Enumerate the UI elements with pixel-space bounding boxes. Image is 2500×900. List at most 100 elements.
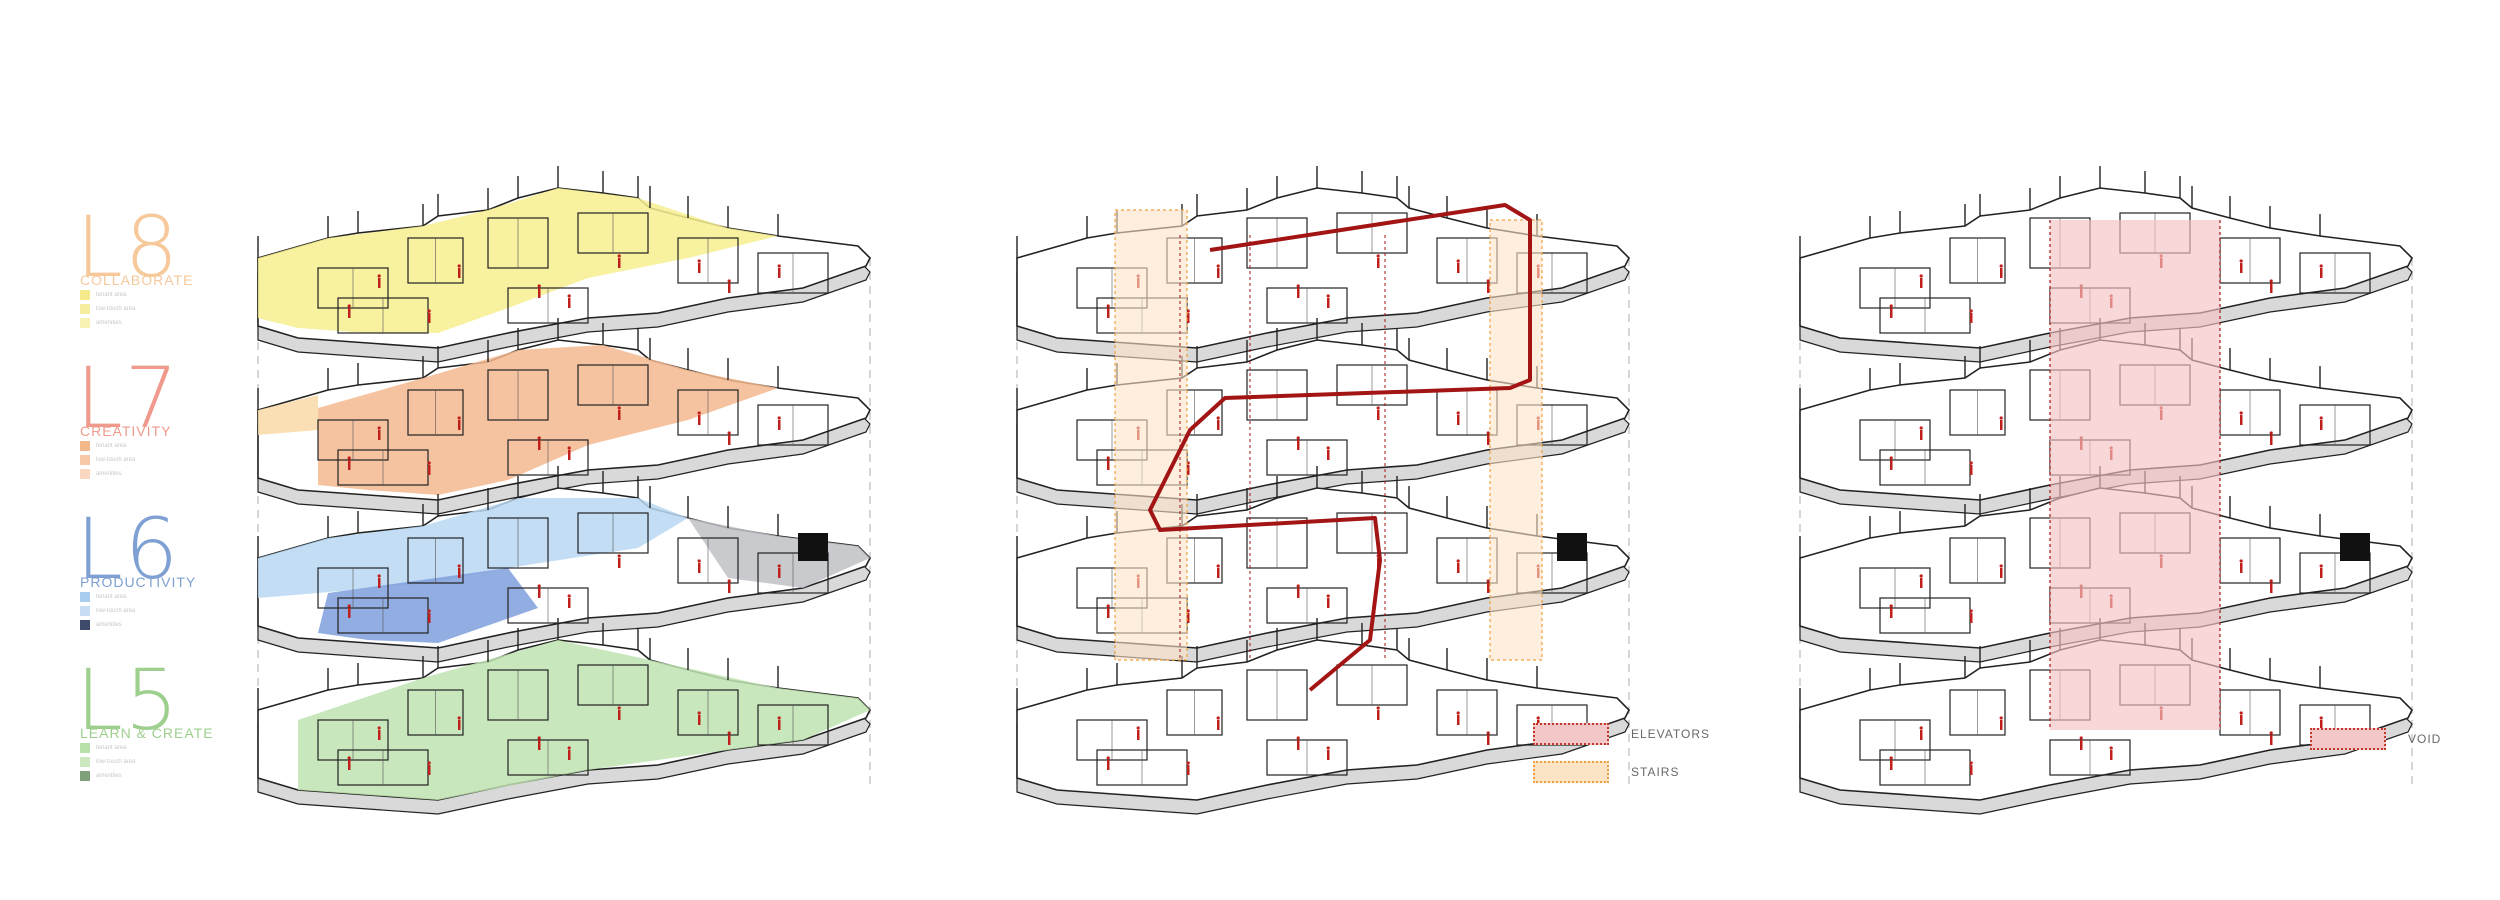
person-head (2239, 411, 2243, 415)
program-zone (258, 395, 318, 435)
level-code-l6: L6 (76, 500, 181, 598)
person-head (1999, 564, 2003, 568)
person-head (347, 604, 351, 608)
person-figure (698, 415, 701, 425)
person-figure (2320, 268, 2323, 278)
person-figure (2240, 715, 2243, 725)
legend-stairs-label: STAIRS (1631, 765, 1680, 779)
person-head (1376, 406, 1380, 410)
person-figure (1970, 313, 1973, 323)
person-head (2079, 736, 2083, 740)
swatch-box (80, 290, 90, 300)
person-figure (378, 730, 381, 740)
circulation-path (1148, 203, 1532, 692)
person-head (347, 756, 351, 760)
person-figure (1107, 608, 1110, 618)
person-head (777, 416, 781, 420)
swatch-box (80, 592, 90, 602)
person-head (377, 426, 381, 430)
person-figure (2080, 740, 2083, 750)
person-figure (2240, 415, 2243, 425)
person-head (1889, 304, 1893, 308)
swatch-label: tenant area (96, 292, 127, 298)
swatch-l5-1: tenant area (80, 743, 126, 753)
person-figure (698, 563, 701, 573)
person-figure (1187, 765, 1190, 775)
person-figure (1217, 720, 1220, 730)
person-head (1186, 761, 1190, 765)
person-figure (2000, 420, 2003, 430)
floor-plate-l7 (257, 318, 871, 515)
person-head (2319, 416, 2323, 420)
person-figure (2000, 720, 2003, 730)
swatch-box (80, 304, 90, 314)
elevator-core (2340, 533, 2370, 561)
level-code-l5: L5 (76, 651, 181, 749)
swatch-l6-3: amenities (80, 620, 122, 630)
person-head (1186, 309, 1190, 313)
person-figure (2320, 568, 2323, 578)
swatch-box (80, 771, 90, 781)
swatch-label: tenant area (96, 594, 127, 600)
person-figure (568, 598, 571, 608)
person-head (427, 761, 431, 765)
person-head (1889, 604, 1893, 608)
person-head (427, 609, 431, 613)
axonometric-stack-2 (1016, 258, 1630, 790)
person-figure (458, 420, 461, 430)
person-figure (618, 710, 621, 720)
person-head (697, 411, 701, 415)
legend-elevators-label: ELEVATORS (1631, 727, 1711, 741)
person-figure (1137, 730, 1140, 740)
person-head (727, 731, 731, 735)
person-figure (778, 268, 781, 278)
person-figure (538, 288, 541, 298)
person-head (1296, 736, 1300, 740)
swatch-box (80, 757, 90, 767)
person-head (1486, 279, 1490, 283)
person-head (2109, 746, 2113, 750)
person-figure (778, 420, 781, 430)
person-head (377, 726, 381, 730)
person-head (1216, 264, 1220, 268)
person-figure (1107, 308, 1110, 318)
level-name-l6: PRODUCTIVITY (80, 574, 197, 590)
person-figure (428, 765, 431, 775)
person-figure (348, 308, 351, 318)
person-head (2239, 559, 2243, 563)
person-figure (1377, 710, 1380, 720)
person-head (697, 711, 701, 715)
swatch-label: amenities (96, 622, 122, 628)
person-head (537, 736, 541, 740)
person-head (457, 416, 461, 420)
person-head (1969, 461, 1973, 465)
swatch-label: low-touch area (96, 457, 136, 463)
person-figure (2240, 563, 2243, 573)
swatch-label: amenities (96, 320, 122, 326)
person-figure (1487, 283, 1490, 293)
floor-plate-l5 (1016, 618, 1630, 815)
person-head (1889, 456, 1893, 460)
person-head (1296, 284, 1300, 288)
person-head (1106, 456, 1110, 460)
legend-void: VOID (2310, 728, 2441, 750)
person-figure (1890, 608, 1893, 618)
person-figure (428, 613, 431, 623)
person-figure (2270, 435, 2273, 445)
person-figure (1920, 578, 1923, 588)
swatch-label: tenant area (96, 745, 127, 751)
person-figure (698, 263, 701, 273)
swatch-box (80, 606, 90, 616)
legend-void-label: VOID (2408, 732, 2442, 746)
swatch-label: low-touch area (96, 759, 136, 765)
person-figure (2320, 420, 2323, 430)
person-figure (538, 740, 541, 750)
program-zone (258, 498, 688, 598)
legend-void-box (2310, 728, 2386, 750)
person-figure (428, 465, 431, 475)
swatch-box (80, 455, 90, 465)
person-figure (348, 460, 351, 470)
person-head (727, 431, 731, 435)
person-head (1326, 746, 1330, 750)
